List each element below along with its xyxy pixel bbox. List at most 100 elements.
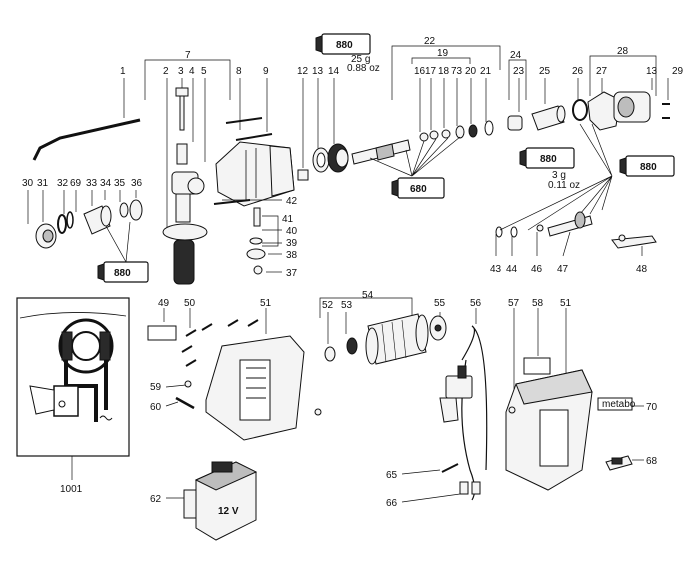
callout-23: 23 [513, 66, 525, 77]
callout-1001: 1001 [60, 484, 83, 495]
label-58 [523, 357, 551, 375]
nut-30 [35, 223, 57, 249]
qty-right-oz: 0.11 oz [548, 180, 580, 191]
callout-68: 68 [646, 456, 658, 467]
flange-27-part [587, 91, 621, 131]
callout-26: 26 [572, 66, 584, 77]
screw-65 [441, 463, 459, 473]
callout-14: 14 [328, 66, 340, 77]
qty-right-g: 3 g [552, 170, 566, 181]
wiring-detail [19, 312, 127, 422]
cylinder-25-part [531, 105, 566, 131]
callout-73: 73 [451, 66, 463, 77]
part-73 [455, 125, 465, 139]
part-21 [484, 120, 494, 136]
brush-plate-55 [429, 315, 447, 341]
qty-top-oz: 0.88 oz [347, 63, 380, 74]
callout-29: 29 [672, 66, 684, 77]
clamp-5-part [171, 171, 205, 223]
callout-18: 18 [438, 66, 450, 77]
callout-58: 58 [532, 298, 544, 309]
brand-badge: metabo [597, 397, 636, 411]
callout-42: 42 [286, 196, 298, 207]
housing-half-left [205, 335, 322, 441]
callout-50: 50 [184, 298, 196, 309]
callout-30: 30 [22, 178, 34, 189]
callout-70: 70 [646, 402, 658, 413]
callout-28: 28 [617, 46, 629, 57]
callout-48: 48 [636, 264, 648, 275]
ring-44 [510, 226, 518, 238]
grease-tube-left: 880 [97, 261, 149, 283]
callout-59: 59 [150, 382, 162, 393]
callout-13a: 13 [312, 66, 324, 77]
callout-55: 55 [434, 298, 446, 309]
screws-29-part [662, 103, 670, 119]
callout-52: 52 [322, 300, 334, 311]
rod-part [32, 118, 141, 161]
housing-half-right [505, 369, 593, 491]
battery-voltage: 12 V [218, 506, 239, 517]
detail-box-1001 [16, 297, 130, 457]
callout-17: 17 [425, 66, 437, 77]
callout-56: 56 [470, 298, 482, 309]
callout-39: 39 [286, 238, 298, 249]
callout-46: 46 [531, 264, 543, 275]
screw-42 [213, 199, 251, 205]
callout-57: 57 [508, 298, 520, 309]
label-49 [147, 325, 177, 341]
callout-43: 43 [490, 264, 502, 275]
terminals-66 [459, 481, 481, 495]
part-20 [468, 124, 478, 138]
grease-tube-right1: 880 [519, 147, 575, 169]
pin-40 [253, 207, 261, 227]
callout-33: 33 [86, 178, 98, 189]
callout-24: 24 [510, 50, 522, 61]
callout-25: 25 [539, 66, 551, 77]
leader-60 [165, 401, 179, 407]
callout-27: 27 [596, 66, 608, 77]
callout-9: 9 [263, 66, 269, 77]
side-handle-part [162, 223, 208, 285]
screw-59 [184, 380, 192, 388]
housing-28-part [613, 91, 651, 123]
callout-62: 62 [150, 494, 162, 505]
ring-32 [66, 211, 74, 229]
screws-50 [181, 319, 259, 367]
qty-top-g: 25 g [351, 54, 370, 65]
callout-54: 54 [362, 290, 374, 301]
bracket-7 [144, 59, 231, 100]
leaders-fan [499, 123, 613, 231]
tube-right1-label: 880 [540, 154, 557, 165]
part-12 [297, 169, 309, 181]
screw-37 [253, 265, 263, 275]
callout-41: 41 [282, 214, 294, 225]
callout-35: 35 [114, 178, 126, 189]
leader-59 [165, 384, 187, 388]
bracket-19 [411, 57, 471, 64]
grease-tube-top: 880 [315, 33, 371, 55]
battery-pack: 12 V [183, 461, 258, 541]
leaders-to-tube-mid [369, 136, 461, 177]
callout-51b: 51 [560, 298, 572, 309]
part-23 [507, 115, 523, 131]
pinion-53 [346, 337, 358, 355]
part-17 [429, 130, 439, 140]
disc-38 [246, 248, 266, 260]
callout-12: 12 [297, 66, 309, 77]
gear-14-part [327, 143, 349, 173]
tube-right2-label: 880 [640, 162, 657, 173]
part-13-ring [312, 147, 330, 173]
callout-1: 1 [120, 66, 126, 77]
leader-47 [562, 231, 571, 257]
leader-65 [401, 469, 441, 475]
callout-65: 65 [386, 470, 398, 481]
tube-left-label: 880 [114, 268, 131, 279]
callout-5: 5 [201, 66, 207, 77]
shaft-47 [547, 211, 593, 237]
callout-3: 3 [178, 66, 184, 77]
callout-13b: 13 [646, 66, 658, 77]
clip-68 [605, 455, 633, 471]
callout-37: 37 [286, 268, 298, 279]
screws-8-part [225, 117, 273, 141]
